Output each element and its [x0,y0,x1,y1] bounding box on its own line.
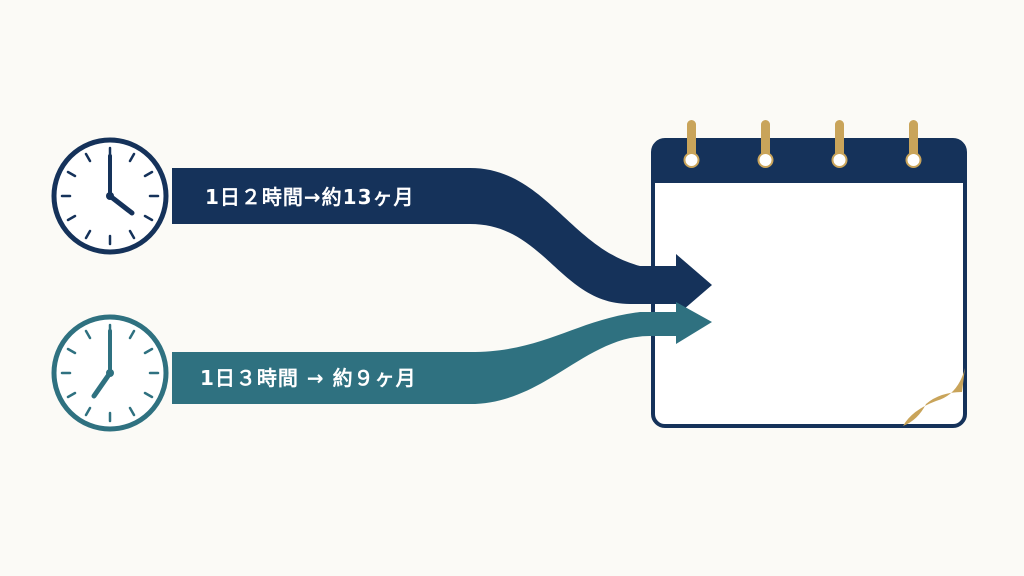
binder-ring-icon [831,120,848,168]
binder-ring-icon [905,120,922,168]
path-label: 1日２時間→約13ヶ月 [205,185,415,209]
clock-icon [51,314,169,432]
calendar-header [653,140,965,183]
page-curl-icon [903,368,965,426]
path-2-hours: 1日２時間→約13ヶ月 [51,137,712,316]
calendar-icon [651,120,967,428]
path-label: 1日３時間 → 約９ヶ月 [200,366,417,390]
flow-band [172,302,712,404]
flow-band [172,168,712,316]
clock-icon [51,137,169,255]
calendar-rings [683,120,922,168]
binder-ring-icon [757,120,774,168]
path-3-hours: 1日３時間 → 約９ヶ月 [51,302,712,432]
binder-ring-icon [683,120,700,168]
